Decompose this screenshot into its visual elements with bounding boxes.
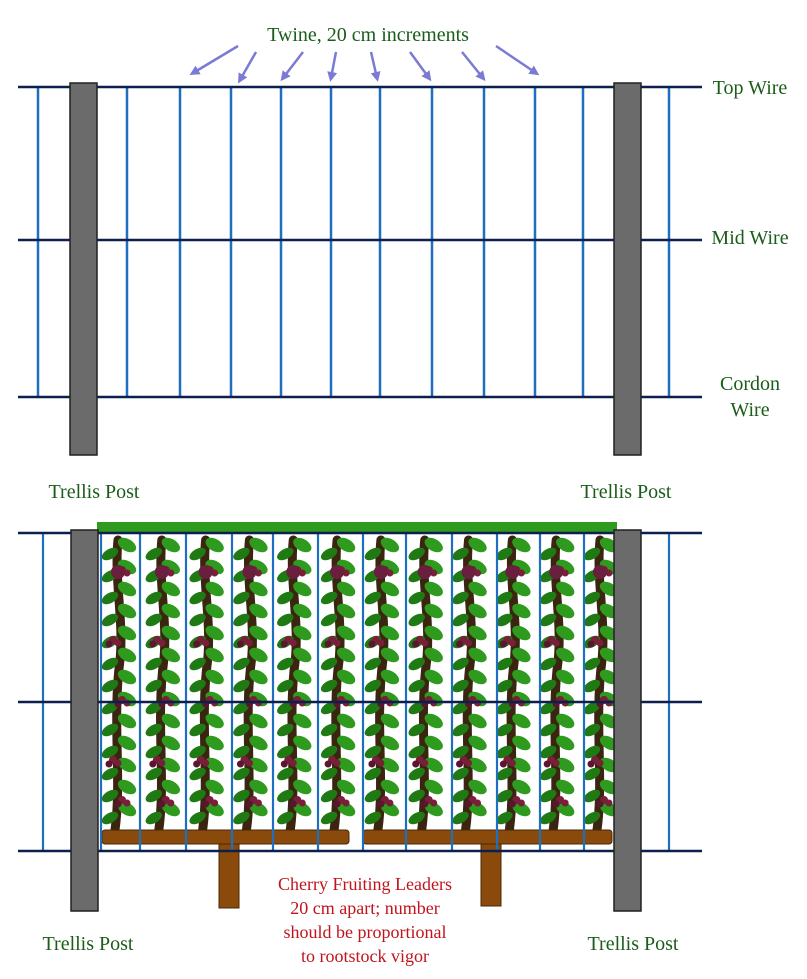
top-diagram: Twine, 20 cm increments Top Wire Mid Wir… <box>18 24 789 503</box>
cordon-arm-right <box>362 829 613 845</box>
trellis-post-left <box>69 82 98 456</box>
leader-note-line2: 20 cm apart; number <box>290 898 439 918</box>
bottom-diagram: Trellis Post Trellis Post Cherry Fruitin… <box>18 522 702 966</box>
cherry-leader <box>408 535 443 835</box>
cherry-leader <box>145 535 180 835</box>
cherry-leader <box>233 535 268 835</box>
trellis-post-label-left: Trellis Post <box>43 933 134 955</box>
arrow <box>189 44 239 76</box>
twine-label: Twine, 20 cm increments <box>267 24 469 46</box>
arrow <box>369 51 381 82</box>
canopy-top <box>97 522 617 532</box>
cherry-leader <box>452 535 487 835</box>
cherry-leader <box>101 535 137 835</box>
top-wire-label: Top Wire <box>713 77 788 99</box>
trellis-post-label-left: Trellis Post <box>49 481 140 503</box>
trellis-post-label-right: Trellis Post <box>588 933 679 955</box>
arrow <box>495 44 540 76</box>
cherry-leader <box>364 535 400 835</box>
trellis-post-right <box>613 529 642 912</box>
twine-group <box>41 533 671 851</box>
cherry-leader <box>539 535 575 835</box>
cherry-leader <box>277 535 312 835</box>
twine-group <box>36 87 671 397</box>
trellis-post-left <box>70 529 99 912</box>
arrow <box>327 51 338 82</box>
arrow <box>238 51 258 84</box>
leader-note-line3: should be proportional <box>284 922 447 942</box>
arrow <box>408 51 432 82</box>
leader-group <box>101 535 619 835</box>
cherry-leader <box>320 535 356 835</box>
cordon-wire-label-line2: Wire <box>730 399 769 421</box>
cherry-leader <box>189 535 224 835</box>
leader-note-line4: to rootstock vigor <box>301 946 429 966</box>
leader-note-line1: Cherry Fruiting Leaders <box>278 874 452 894</box>
cherry-leader <box>496 535 531 835</box>
arrow <box>280 51 304 82</box>
arrow <box>461 51 486 82</box>
trellis-post-label-right: Trellis Post <box>581 481 672 503</box>
trellis-post-right <box>613 82 642 456</box>
mid-wire-label: Mid Wire <box>711 227 788 249</box>
twine-arrows <box>189 44 540 84</box>
trunk-right <box>480 843 502 907</box>
trunk-left <box>218 843 240 909</box>
cordon-wire-label-line1: Cordon <box>720 373 780 395</box>
